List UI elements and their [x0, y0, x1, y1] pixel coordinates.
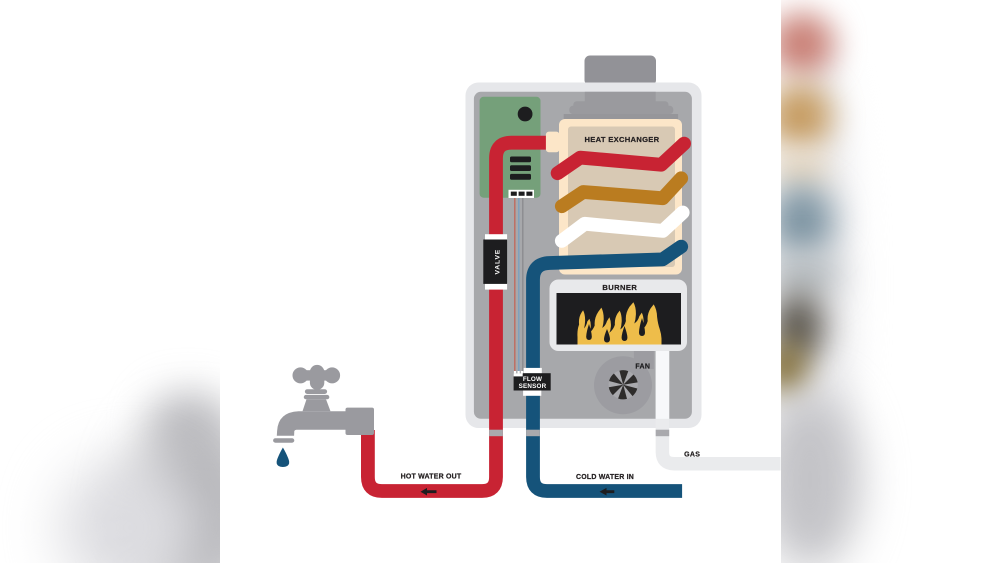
svg-text:COLD WATER IN: COLD WATER IN: [575, 474, 633, 481]
svg-text:FAN: FAN: [635, 363, 650, 370]
svg-text:SENSOR: SENSOR: [518, 383, 546, 390]
svg-text:BURNER: BURNER: [602, 283, 637, 292]
svg-text:VALVE: VALVE: [494, 249, 501, 275]
svg-text:HOT WATER OUT: HOT WATER OUT: [400, 473, 461, 480]
svg-text:HEAT EXCHANGER: HEAT EXCHANGER: [584, 135, 659, 144]
svg-text:GAS: GAS: [684, 452, 700, 459]
svg-text:FLOW: FLOW: [522, 376, 541, 383]
